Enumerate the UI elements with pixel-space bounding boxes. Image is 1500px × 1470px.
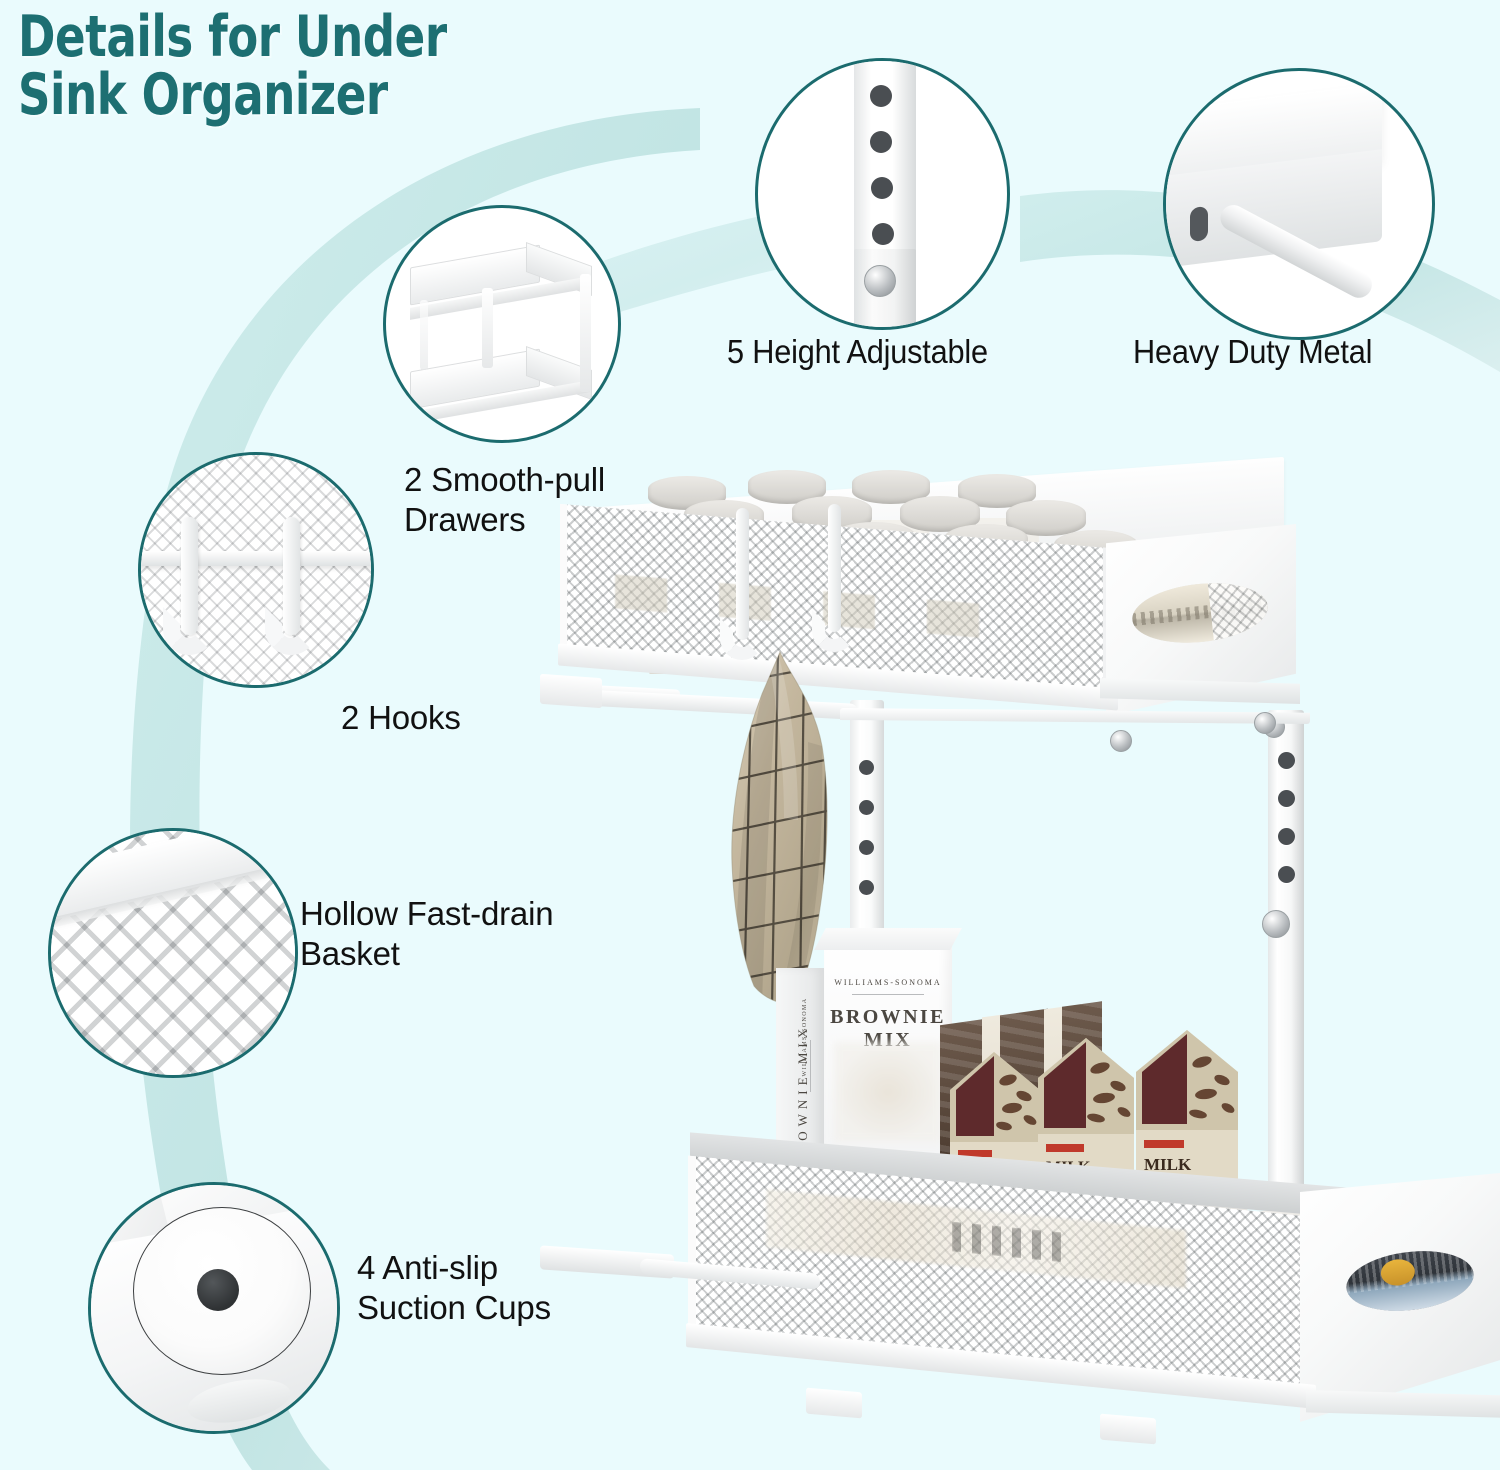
brownie-rear-brand: WILLIAMS-SONOMA	[802, 997, 808, 1077]
product-photo-under-sink-organizer: BROWNIE MIX WILLIAMS-SONOMA WILLIAMS-SON…	[540, 456, 1500, 1445]
hook-right-stem	[828, 504, 841, 632]
hook-2-stem	[283, 517, 300, 635]
center-post-hole-1	[859, 760, 874, 775]
bubble-height-adjustable	[755, 58, 1010, 330]
right-post-hole-2	[1278, 790, 1295, 807]
suction-cup-center-icon	[197, 1269, 239, 1311]
label-suction-cups: 4 Anti-slip Suction Cups	[357, 1249, 551, 1327]
center-post-hole-4	[859, 880, 874, 895]
hook-left-curve	[720, 618, 764, 660]
label-fast-drain-basket: Hollow Fast-drain Basket	[300, 895, 554, 973]
hook-1-stem	[181, 517, 198, 635]
center-post-hole-3	[859, 840, 874, 855]
right-post-knob	[1262, 910, 1290, 938]
suction-cup-foot-right	[1100, 1413, 1156, 1445]
thumb-center-post	[482, 288, 493, 368]
top-basket-screw-left	[1110, 730, 1132, 752]
brownie-front-rule	[852, 994, 924, 995]
top-basket-screw-right	[1254, 712, 1276, 734]
brownie-front-brand: WILLIAMS-SONOMA	[834, 978, 942, 987]
center-post-hole-2	[859, 800, 874, 815]
bubble-fast-drain-basket	[48, 828, 298, 1078]
label-heavy-duty-metal: Heavy Duty Metal	[1133, 333, 1373, 370]
thumb-left-post	[420, 300, 428, 370]
bracket-slot-icon	[1190, 205, 1208, 243]
right-post-hole-1	[1278, 752, 1295, 769]
bubble-two-hooks	[138, 452, 374, 688]
right-post-hole-4	[1278, 866, 1295, 883]
locking-knob-icon	[864, 265, 896, 297]
mesh-texture	[141, 455, 371, 685]
svg-text:MILK: MILK	[1144, 1155, 1192, 1174]
top-basket-foot-left	[540, 673, 602, 709]
label-smooth-pull-drawers: 2 Smooth-pull Drawers	[404, 461, 606, 539]
hook-right-curve	[812, 610, 856, 652]
brownie-front-top-face	[814, 928, 962, 950]
post-hole-2	[870, 131, 892, 153]
bubble-smooth-pull-drawers	[383, 205, 621, 443]
hook-1-curve	[163, 607, 215, 655]
hook-rail	[141, 551, 371, 566]
post-hole-4	[872, 223, 894, 245]
bubble-heavy-duty-metal	[1163, 68, 1435, 340]
suction-cup-foot-left	[806, 1387, 862, 1419]
page-title: Details for Under Sink Organizer	[18, 4, 447, 129]
top-drawer-shelf-right	[840, 708, 1310, 724]
post-hole-3	[871, 177, 893, 199]
kitchen-towel	[718, 650, 848, 1010]
bottom-basket-bottom-right	[1306, 1390, 1500, 1418]
right-post-hole-3	[1278, 828, 1295, 845]
brownie-rear-rule	[810, 1040, 811, 1092]
hook-left-stem	[736, 508, 749, 640]
label-two-hooks: 2 Hooks	[341, 699, 461, 736]
brownie-front-photo	[834, 1042, 942, 1142]
hook-2-curve	[265, 607, 317, 655]
label-height-adjustable: 5 Height Adjustable	[727, 333, 988, 370]
bubble-suction-cups	[88, 1182, 340, 1434]
right-post	[1268, 710, 1304, 1230]
thumb-right-post	[580, 274, 591, 392]
post-hole-1	[870, 85, 892, 107]
